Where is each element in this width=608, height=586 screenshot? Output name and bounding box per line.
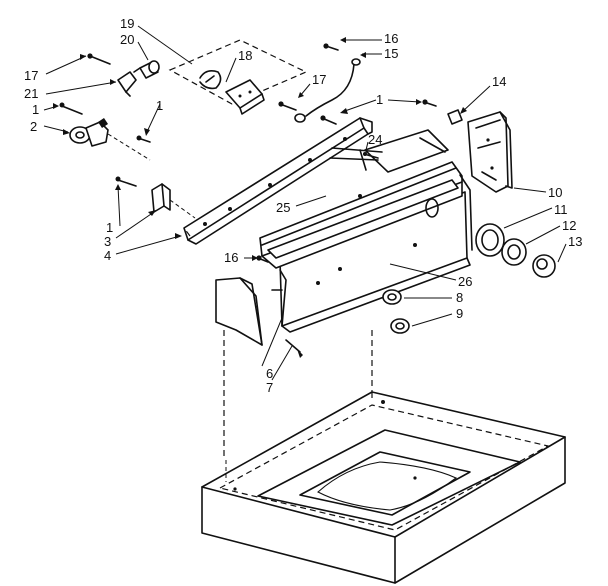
callout-4: 4 [104,248,111,263]
screw-1-right [422,99,437,107]
callout-leader-lines [43,25,567,381]
screw-17-left [87,53,111,65]
lamp-bracket [117,71,137,97]
callout-1-lower: 1 [106,220,113,235]
callout-17-right: 17 [312,72,326,87]
callout-labels: 19 20 18 17 21 1 2 1 1 3 4 16 15 17 1 14… [24,16,582,395]
assembly-guide-lines [223,330,373,460]
wire-harness [294,58,361,123]
callout-1-upper: 1 [156,98,163,113]
callout-24: 24 [368,132,382,147]
push-button-lower [390,318,410,334]
screw-1-left [59,102,83,115]
screw-1-center [320,115,337,125]
callout-25: 25 [276,200,290,215]
push-button-upper [382,289,402,305]
console-housing [259,129,473,327]
callout-3: 3 [104,234,111,249]
selector-switch [69,118,151,161]
callout-20: 20 [120,32,134,47]
callout-16-upper: 16 [384,31,398,46]
callout-26: 26 [458,274,472,289]
mounting-rail [329,147,383,171]
callout-9: 9 [456,306,463,321]
lid-switch [199,70,222,90]
callout-21: 21 [24,86,38,101]
callout-7: 7 [266,380,273,395]
right-end-bracket [467,111,513,193]
callout-14: 14 [492,74,506,89]
switch-subassembly-outline [168,39,308,105]
switch-housing [225,79,265,115]
callout-15: 15 [384,46,398,61]
callout-12: 12 [562,218,576,233]
screw-1-upper [136,135,151,143]
signal-lamp [133,60,160,79]
callout-1-left: 1 [32,102,39,117]
control-panel-bracket [183,117,373,245]
control-panel-end-cap [215,277,263,346]
callout-19: 19 [120,16,134,31]
bracket-grommet [447,109,463,125]
callout-11: 11 [554,202,568,217]
callout-13: 13 [568,234,582,249]
knob-skirt [501,238,527,266]
end-cap-screw [285,339,303,358]
screw-16-upper [323,43,339,51]
knob-bezel [475,223,505,257]
callout-10: 10 [548,185,562,200]
control-knob [532,254,556,278]
screw-1-lower [115,176,137,187]
screw-16-lower [256,255,269,263]
callout-2: 2 [30,119,37,134]
callout-18: 18 [238,48,252,63]
callout-1-center: 1 [376,92,383,107]
callout-8: 8 [456,290,463,305]
screw-17-right [278,101,297,111]
callout-17-left: 17 [24,68,38,83]
screw-24 [363,152,379,159]
callout-6: 6 [266,366,273,381]
cabinet-top-panel [201,391,566,584]
bracket-clip [151,183,196,219]
callout-16-lower: 16 [224,250,238,265]
